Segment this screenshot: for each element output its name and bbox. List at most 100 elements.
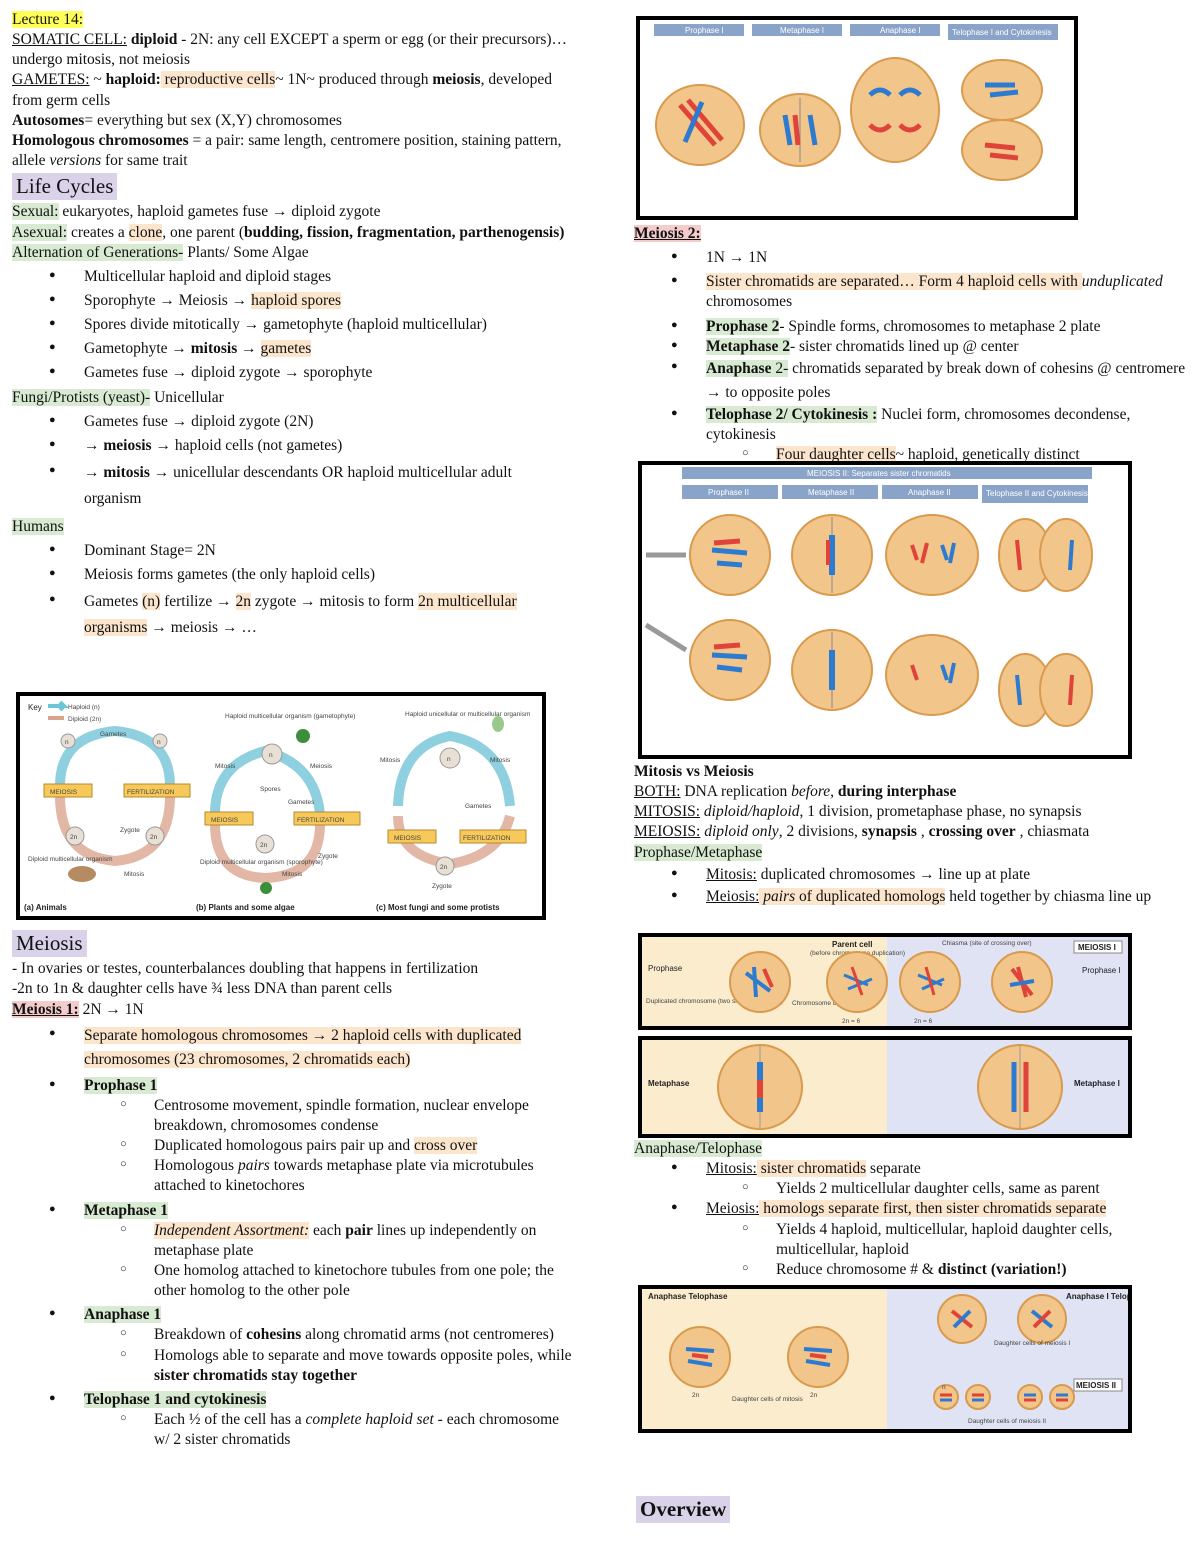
list-item: Gametes fuse → diploid zygote (2N): [12, 412, 572, 432]
mitosis-vs-meiosis-title: Mitosis vs Meiosis: [634, 763, 754, 780]
svg-text:Metaphase: Metaphase: [648, 1079, 690, 1088]
list-item: → mitosis → unicellular descendants OR h…: [12, 460, 572, 513]
svg-text:Metaphase I: Metaphase I: [1074, 1079, 1120, 1088]
list-item: Prophase 2- Spindle forms, chromosomes t…: [634, 317, 1190, 337]
svg-text:Mitosis: Mitosis: [124, 871, 145, 878]
svg-text:Daughter cells of meiosis II: Daughter cells of meiosis II: [968, 1418, 1046, 1425]
list-item: Mitosis: sister chromatids separate Yiel…: [634, 1159, 1190, 1199]
svg-text:Anaphase Telophase: Anaphase Telophase: [648, 1292, 728, 1301]
prophase-2-cell-top: [689, 514, 771, 596]
svg-text:Spores: Spores: [260, 786, 281, 793]
svg-text:(a) Animals: (a) Animals: [24, 903, 67, 912]
svg-text:2n: 2n: [440, 864, 448, 871]
humans-label: Humans: [12, 517, 64, 535]
svg-text:2n: 2n: [150, 834, 158, 841]
meiosis-intro-2: -2n to 1n & daughter cells have ¾ less D…: [12, 980, 393, 998]
list-item: Independent Assortment: each pair lines …: [12, 1221, 572, 1261]
fungi-line: Fungi/Protists (yeast)- Unicellular: [12, 388, 224, 406]
meiosis-2-label: Meiosis 2:: [634, 225, 701, 242]
svg-text:n: n: [942, 1384, 946, 1391]
svg-text:Telophase I and Cytokinesis: Telophase I and Cytokinesis: [952, 28, 1052, 37]
list-item: Anaphase 1 Breakdown of cohesins along c…: [12, 1305, 572, 1386]
svg-text:Zygote: Zygote: [120, 827, 140, 834]
svg-text:Diploid (2n): Diploid (2n): [68, 716, 101, 723]
somatic-definition: SOMATIC CELL: diploid - 2N: any cell EXC…: [12, 31, 568, 69]
life-cycles-heading: Life Cycles: [12, 173, 118, 201]
svg-text:(c) Most fungi and some protis: (c) Most fungi and some protists: [376, 903, 500, 912]
prophase-metaphase-label: Prophase/Metaphase: [634, 843, 763, 861]
svg-text:Parent cell: Parent cell: [832, 940, 872, 949]
list-item: Gametes fuse → diploid zygote → sporophy…: [12, 363, 572, 383]
meiosis-1-label: Meiosis 1: 2N → 1N: [12, 1000, 144, 1018]
svg-text:Mitosis: Mitosis: [490, 757, 511, 764]
life-cycles-figure: Key Haploid (n) Diploid (2n) Gametes n n…: [16, 692, 546, 920]
meiosis-2-section: Meiosis 2: 1N → 1N Sister chromatids are…: [634, 224, 1190, 465]
list-item: Gametophyte → mitosis → gametes: [12, 339, 572, 359]
svg-text:2n: 2n: [70, 834, 78, 841]
list-item: 1N → 1N: [634, 248, 1190, 268]
telophase-2-cells-top: [998, 518, 1093, 592]
svg-text:Anaphase I: Anaphase I: [880, 26, 920, 35]
svg-text:Diploid multicellular organism: Diploid multicellular organism (sporophy…: [200, 859, 323, 866]
svg-text:Gametes: Gametes: [288, 799, 315, 806]
svg-text:Daughter cells of mitosis: Daughter cells of mitosis: [732, 1396, 804, 1403]
plant-icon: [260, 882, 272, 894]
list-item: Breakdown of cohesins along chromatid ar…: [12, 1325, 572, 1345]
list-item: Sporophyte → Meiosis → haploid spores: [12, 291, 572, 311]
list-item: Yields 4 haploid, multicellular, haploid…: [634, 1220, 1190, 1260]
svg-text:Zygote: Zygote: [318, 853, 338, 860]
overview-heading: Overview: [636, 1496, 731, 1524]
metaphase-2-cell-bottom: [791, 629, 873, 711]
alternation-line: Alternation of Generations- Plants/ Some…: [12, 243, 309, 261]
list-item: Four daughter cells~ haploid, geneticall…: [634, 445, 1190, 465]
svg-text:Chiasma (site of crossing over: Chiasma (site of crossing over): [942, 940, 1032, 947]
svg-text:Metaphase II: Metaphase II: [808, 488, 854, 497]
svg-text:Meiosis: Meiosis: [310, 763, 333, 770]
list-item: One homolog attached to kinetochore tubu…: [12, 1261, 572, 1301]
svg-text:MEIOSIS: MEIOSIS: [211, 817, 239, 824]
svg-text:Mitosis: Mitosis: [282, 871, 303, 878]
svg-text:Haploid (n): Haploid (n): [68, 704, 100, 711]
svg-text:FERTILIZATION: FERTILIZATION: [463, 835, 511, 842]
list-item: Gametes (n) fertilize → 2n zygote → mito…: [12, 589, 572, 642]
svg-text:Haploid multicellular organism: Haploid multicellular organism (gametoph…: [225, 713, 355, 720]
mitosis-vs-meiosis-section: Mitosis vs Meiosis BOTH: DNA replication…: [634, 762, 1190, 909]
svg-text:Gametes: Gametes: [100, 731, 127, 738]
list-item: Multicellular haploid and diploid stages: [12, 267, 572, 287]
list-item: Each ½ of the cell has a complete haploi…: [12, 1410, 572, 1450]
sexual-line: Sexual: eukaryotes, haploid gametes fuse…: [12, 203, 381, 221]
svg-text:MEIOSIS: MEIOSIS: [394, 835, 422, 842]
meiosis-intro-1: - In ovaries or testes, counterbalances …: [12, 960, 479, 978]
lecture-title: Lecture 14:: [12, 11, 84, 28]
list-item: Meiosis: pairs of duplicated homologs he…: [634, 887, 1190, 907]
metaphase-1-cell: [759, 93, 841, 167]
list-item: Metaphase 2- sister chromatids lined up …: [634, 337, 1190, 357]
metaphase-comparison-figure: Metaphase Metaphase I: [638, 1036, 1132, 1138]
list-item: Reduce chromosome # & distinct (variatio…: [634, 1260, 1190, 1280]
gametes-definition: GAMETES: ~ haploid: reproductive cells~ …: [12, 71, 553, 109]
svg-text:2n = 6: 2n = 6: [914, 1018, 933, 1025]
svg-text:FERTILIZATION: FERTILIZATION: [127, 789, 175, 796]
svg-text:2n: 2n: [260, 842, 268, 849]
svg-text:n: n: [447, 756, 451, 763]
meiosis-line: MEIOSIS: diploid only, 2 divisions, syna…: [634, 823, 1090, 841]
mitosis-line: MITOSIS: diploid/haploid, 1 division, pr…: [634, 803, 1082, 821]
anaphase-telophase-figure: Anaphase Telophase 2n 2n Daughter cells …: [638, 1285, 1132, 1433]
svg-text:FERTILIZATION: FERTILIZATION: [297, 817, 345, 824]
list-item: Separate homologous chromosomes → 2 hapl…: [12, 1024, 572, 1072]
svg-text:MEIOSIS II: Separates sister c: MEIOSIS II: Separates sister chromatids: [807, 469, 951, 478]
svg-text:Prophase I: Prophase I: [685, 26, 724, 35]
list-item: Sister chromatids are separated… Form 4 …: [634, 272, 1190, 312]
svg-text:MEIOSIS: MEIOSIS: [50, 789, 78, 796]
list-item: Homologous pairs towards metaphase plate…: [12, 1156, 572, 1196]
svg-text:Metaphase I: Metaphase I: [780, 26, 824, 35]
list-item: Anaphase 2- chromatids separated by brea…: [634, 357, 1190, 405]
anaphase-telophase-label: Anaphase/Telophase: [634, 1140, 763, 1157]
svg-text:Anaphase I Telophase I: Anaphase I Telophase I: [1066, 1292, 1128, 1301]
svg-text:Diploid multicellular organism: Diploid multicellular organism: [28, 856, 113, 863]
metaphase-2-cell-top: [791, 514, 873, 596]
meiosis-1-figure: Prophase I Metaphase I Anaphase I Teloph…: [636, 16, 1078, 220]
prophase-comparison-figure: Prophase Parent cell (before chromosome …: [638, 933, 1132, 1030]
svg-text:n: n: [269, 752, 273, 759]
svg-text:Gametes: Gametes: [465, 803, 492, 810]
